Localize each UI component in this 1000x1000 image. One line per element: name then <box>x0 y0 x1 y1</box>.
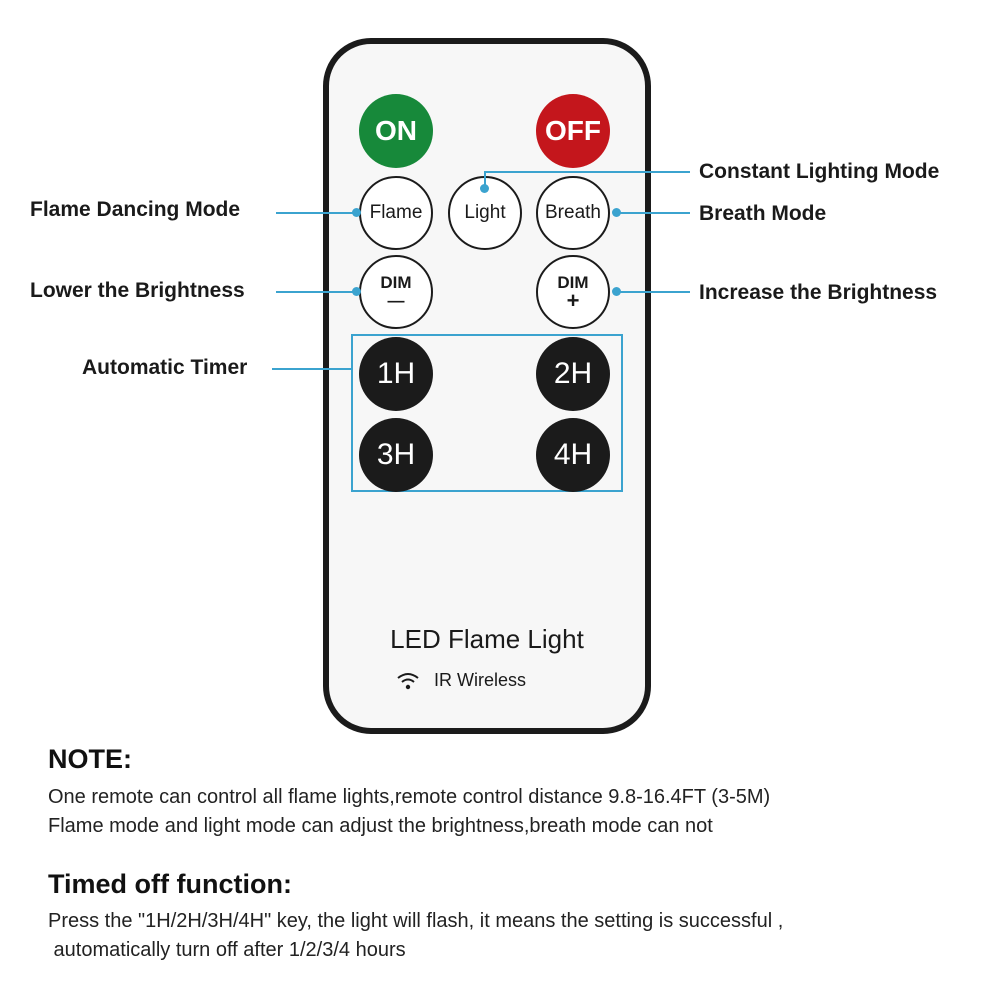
flame-button-label: Flame <box>369 202 423 223</box>
light-leader-dot <box>480 184 489 193</box>
on-button[interactable]: ON <box>359 94 433 168</box>
ir-wireless-row: IR Wireless <box>396 670 526 691</box>
lower-brightness-callout: Lower the Brightness <box>30 279 245 302</box>
timer-2h-label: 2H <box>553 357 593 390</box>
dim-plus-button[interactable]: DIM + <box>536 255 610 329</box>
wifi-signal-icon <box>397 672 419 689</box>
dim-plus-label: DIM <box>557 273 589 292</box>
light-leader <box>484 171 690 173</box>
flame-button[interactable]: Flame <box>359 176 433 250</box>
flame-dancing-callout: Flame Dancing Mode <box>30 198 241 221</box>
increase-brightness-callout: Increase the Brightness <box>699 281 938 304</box>
light-leader-vertical <box>484 172 486 186</box>
on-button-label: ON <box>375 115 417 146</box>
dim-minus-label: DIM <box>380 273 412 292</box>
ir-wireless-label: IR Wireless <box>434 670 527 690</box>
timed-off-heading: Timed off function: <box>48 869 292 899</box>
timer-3h-button[interactable]: 3H <box>359 418 433 492</box>
plus-icon: + <box>566 288 580 313</box>
light-button-label: Light <box>464 202 506 223</box>
dim-minus-button[interactable]: DIM — <box>359 255 433 329</box>
increase-brightness-leader <box>616 291 690 293</box>
timed-off-line-2: automatically turn off after 1/2/3/4 hou… <box>48 939 406 961</box>
remote-title: LED Flame Light <box>390 624 584 654</box>
timer-2h-button[interactable]: 2H <box>536 337 610 411</box>
breath-button-label: Breath <box>545 202 601 223</box>
constant-lighting-callout: Constant Lighting Mode <box>699 160 940 183</box>
automatic-timer-callout: Automatic Timer <box>82 356 248 379</box>
timer-1h-label: 1H <box>376 357 416 390</box>
breath-button[interactable]: Breath <box>536 176 610 250</box>
flame-leader-dot <box>352 208 361 217</box>
note-heading: NOTE: <box>48 744 132 774</box>
timer-highlight-box <box>351 334 623 492</box>
breath-leader <box>616 212 690 214</box>
timer-4h-button[interactable]: 4H <box>536 418 610 492</box>
timer-3h-label: 3H <box>376 438 416 471</box>
flame-leader <box>276 212 356 214</box>
timer-1h-button[interactable]: 1H <box>359 337 433 411</box>
lower-brightness-leader <box>276 291 356 293</box>
off-button-label: OFF <box>545 115 601 146</box>
minus-icon: — <box>387 291 405 310</box>
note-line-1: One remote can control all flame lights,… <box>48 786 771 808</box>
timer-leader <box>272 368 352 370</box>
note-line-2: Flame mode and light mode can adjust the… <box>48 815 713 837</box>
lower-brightness-leader-dot <box>352 287 361 296</box>
timed-off-line-1: Press the "1H/2H/3H/4H" key, the light w… <box>48 910 784 932</box>
breath-mode-callout: Breath Mode <box>699 202 827 225</box>
timer-4h-label: 4H <box>553 438 593 471</box>
off-button[interactable]: OFF <box>536 94 610 168</box>
